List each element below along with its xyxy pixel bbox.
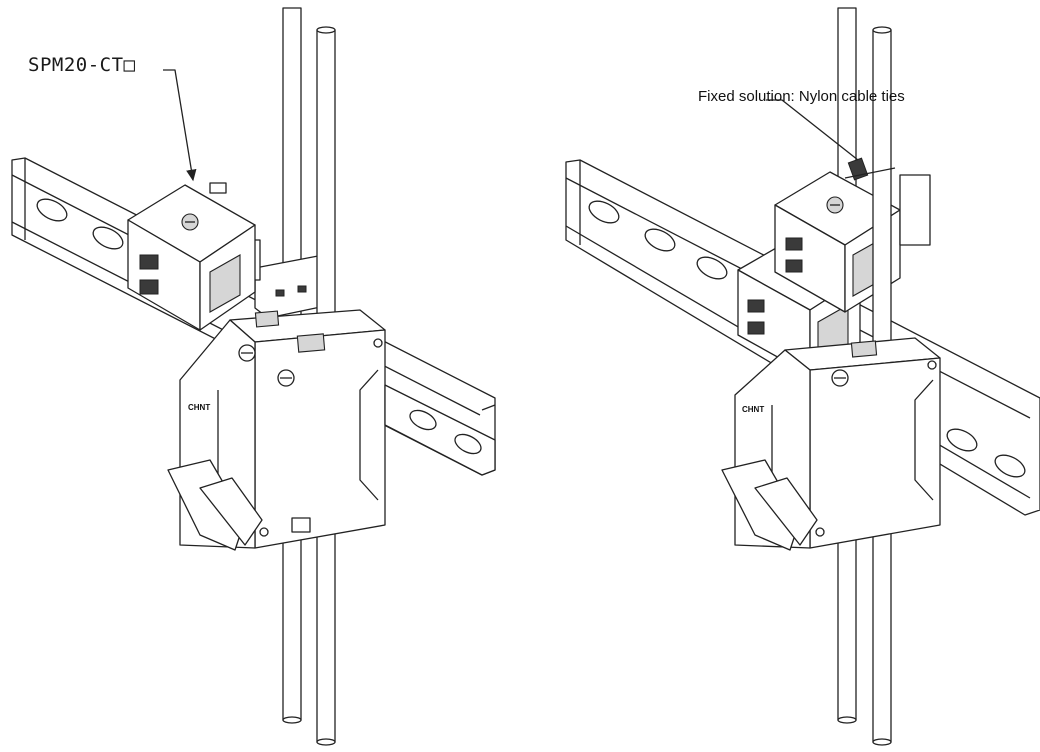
right-breaker-brand: CHNT: [742, 405, 764, 414]
left-breaker-brand: CHNT: [188, 403, 210, 412]
left-callout-arrow: [163, 69, 197, 182]
right-nylon-cable-tie: [844, 157, 896, 181]
right-assembly: CHNT: [565, 7, 1040, 746]
left-din-rail-front: [384, 384, 496, 476]
left-callout-label: SPM20-CT□: [28, 54, 136, 76]
left-assembly: CHNT: [11, 7, 496, 746]
left-circuit-breaker: CHNT: [167, 309, 386, 551]
right-callout-pointer: [766, 99, 859, 161]
right-callout-label: Fixed solution: Nylon cable ties: [698, 88, 905, 105]
left-spm20-module: [127, 182, 256, 331]
right-circuit-breaker: CHNT: [721, 337, 941, 551]
